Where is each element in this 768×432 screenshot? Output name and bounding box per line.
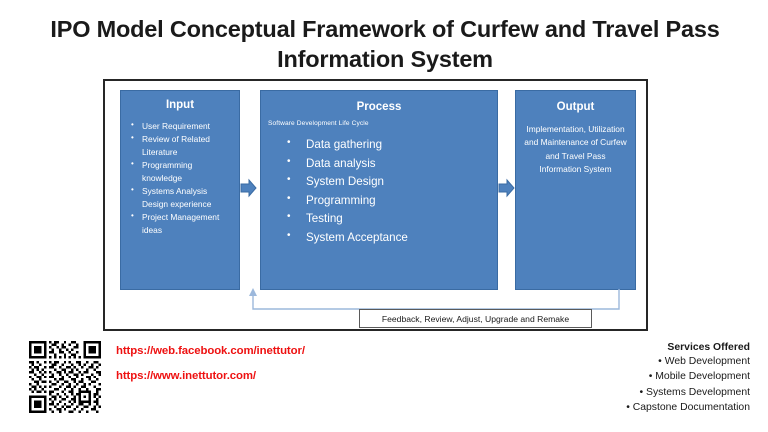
input-item-list: User Requirement Review of Related Liter…	[121, 119, 239, 237]
arrow-right-icon	[240, 178, 257, 198]
output-box: Output Implementation, Utilization and M…	[515, 90, 636, 290]
list-item: Systems Analysis Design experience	[131, 184, 233, 211]
input-box: Input User Requirement Review of Related…	[120, 90, 240, 290]
feedback-label: Feedback, Review, Adjust, Upgrade and Re…	[381, 313, 570, 324]
list-item: Web Development	[520, 354, 750, 369]
output-box-heading: Output	[556, 101, 595, 113]
qr-code	[29, 341, 101, 413]
facebook-url-link[interactable]: https://web.facebook.com/inettutor/	[116, 345, 305, 357]
ipo-diagram-frame: Input User Requirement Review of Related…	[103, 79, 648, 331]
list-item: Systems Development	[520, 385, 750, 400]
list-item: System Design	[287, 172, 497, 192]
list-item: Testing	[287, 209, 497, 229]
process-subtitle: Software Development Life Cycle	[268, 120, 369, 127]
list-item: Review of Related Literature	[131, 132, 233, 159]
services-offered-block: Services Offered Web Development Mobile …	[520, 342, 750, 416]
list-item: System Acceptance	[287, 228, 497, 248]
list-item: Data analysis	[287, 154, 497, 174]
list-item: Capstone Documentation	[520, 400, 750, 415]
list-item: Mobile Development	[520, 369, 750, 384]
list-item: Programming knowledge	[131, 158, 233, 185]
output-box-text: Implementation, Utilization and Maintena…	[524, 124, 627, 174]
process-box: Process Software Development Life Cycle …	[260, 90, 498, 290]
input-box-heading: Input	[165, 99, 195, 111]
process-item-list: Data gathering Data analysis System Desi…	[261, 135, 497, 248]
feedback-label-box: Feedback, Review, Adjust, Upgrade and Re…	[359, 309, 592, 328]
url-block: https://web.facebook.com/inettutor/ http…	[116, 345, 416, 395]
list-item: Programming	[287, 191, 497, 211]
services-offered-title: Services Offered	[667, 342, 750, 353]
process-box-heading: Process	[356, 101, 402, 113]
list-item: Project Management ideas	[131, 210, 233, 237]
list-item: Data gathering	[287, 135, 497, 155]
page-title: IPO Model Conceptual Framework of Curfew…	[50, 16, 720, 73]
website-url-link[interactable]: https://www.inettutor.com/	[116, 370, 256, 382]
arrow-right-icon	[498, 178, 515, 198]
services-offered-list: Web Development Mobile Development Syste…	[520, 354, 750, 416]
list-item: User Requirement	[131, 119, 233, 133]
